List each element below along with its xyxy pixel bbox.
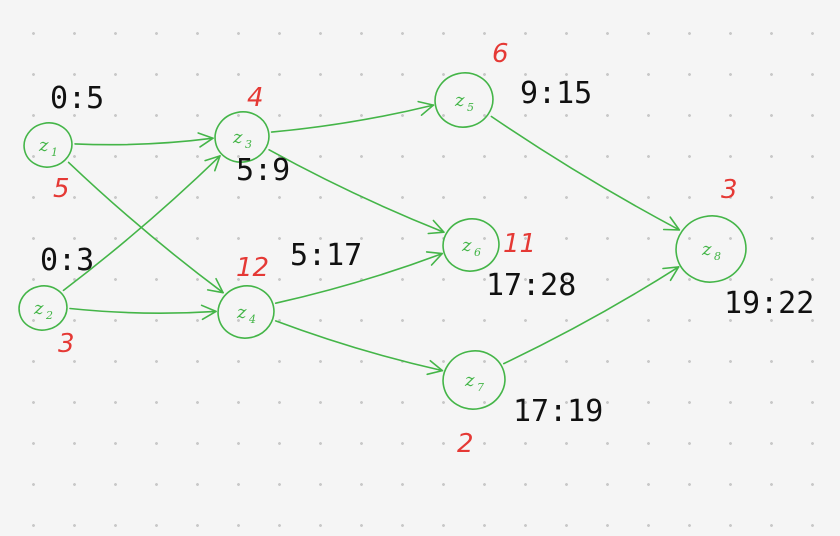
duration-label-z1: 5: [53, 174, 70, 204]
node-index: 5: [467, 101, 474, 114]
time-label-z3: 5:9: [236, 153, 290, 188]
node-index: 8: [714, 250, 721, 263]
node-letter: z: [236, 302, 247, 323]
time-label-z2: 0:3: [40, 243, 94, 278]
edge-z3-z5: [270, 104, 435, 133]
time-label-z7: 17:19: [513, 394, 603, 429]
arrowhead-z1-z4: [206, 277, 224, 294]
arrowhead-z4-z7: [426, 359, 444, 376]
node-circle: [434, 72, 494, 128]
edge-z4-z6: [274, 252, 443, 304]
edge-z5-z8: [490, 115, 681, 231]
node-letter: z: [701, 239, 712, 260]
node-circle: [442, 218, 500, 272]
edge-z1-z3: [74, 137, 214, 146]
arrowhead-z2-z4: [200, 304, 217, 321]
time-label-z6: 17:28: [486, 268, 576, 303]
node-index: 4: [248, 313, 256, 326]
duration-label-z5: 6: [492, 39, 509, 69]
node-letter: z: [464, 370, 475, 391]
time-label-z8: 19:22: [724, 286, 814, 321]
node-circle: [23, 122, 73, 168]
node-index: 1: [51, 146, 58, 159]
duration-label-z4: 12: [236, 253, 269, 283]
duration-label-z2: 3: [58, 329, 75, 359]
node-circle: [217, 285, 275, 339]
node-index: 2: [45, 309, 53, 322]
node-circle: [214, 111, 270, 163]
edge-z7-z8: [503, 266, 680, 365]
node-index: 6: [474, 246, 481, 259]
edge-z2-z3: [62, 155, 221, 292]
node-letter: z: [33, 298, 44, 319]
arrowhead-z2-z3: [204, 155, 221, 172]
arrowhead-z3-z5: [417, 100, 435, 116]
node-circle: [442, 350, 506, 410]
arrowhead-z3-z6: [427, 219, 445, 235]
edges-layer: [62, 100, 681, 376]
time-label-z1: 0:5: [50, 81, 104, 116]
edge-z4-z7: [274, 320, 444, 372]
arrowhead-z1-z3: [197, 132, 214, 148]
edge-z1-z4: [67, 161, 224, 294]
edge-z3-z6: [268, 149, 445, 233]
arrowhead-z7-z8: [662, 266, 680, 282]
arrowhead-z4-z6: [425, 251, 444, 266]
node-index: 7: [477, 381, 484, 394]
duration-label-z3: 4: [247, 83, 264, 113]
duration-label-z7: 2: [457, 429, 474, 459]
node-letter: z: [38, 135, 49, 156]
node-index: 3: [245, 138, 252, 151]
edge-z2-z4: [69, 307, 217, 314]
node-letter: z: [232, 127, 243, 148]
duration-label-z8: 3: [721, 175, 738, 205]
node-letter: z: [454, 90, 465, 111]
duration-label-z6: 11: [503, 229, 536, 259]
node-letter: z: [461, 235, 472, 256]
time-label-z4: 5:17: [290, 238, 362, 273]
arrowhead-z5-z8: [662, 216, 681, 231]
node-circle: [675, 215, 747, 283]
node-circle: [18, 285, 68, 331]
time-label-z5: 9:15: [520, 76, 592, 111]
